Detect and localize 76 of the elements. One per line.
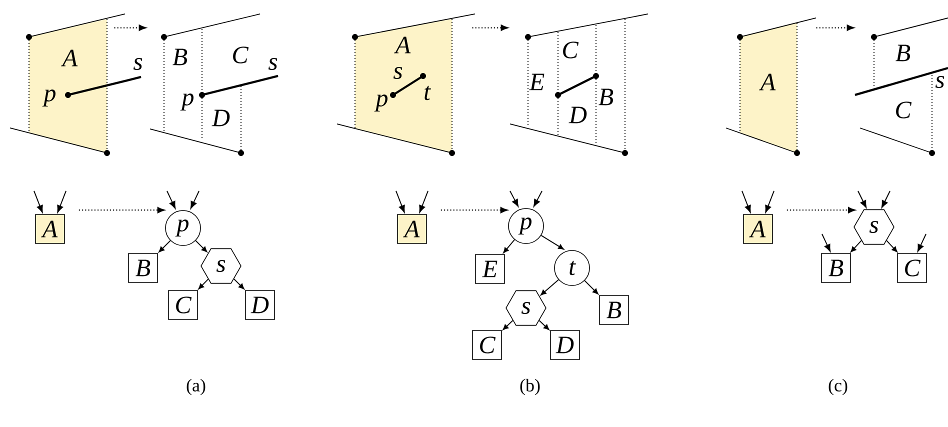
- region-label: D: [212, 110, 230, 126]
- panel-caption: (c): [828, 378, 848, 396]
- leaf-box: B: [821, 253, 851, 283]
- trapezoid-map-drawing: [510, 14, 648, 156]
- arrow: [78, 207, 165, 214]
- trapezoid-map-drawing: [336, 14, 476, 156]
- trapezoid-map-drawing: [10, 14, 142, 156]
- arrow: [858, 190, 867, 208]
- arrow: [881, 190, 890, 208]
- arrow: [419, 190, 428, 213]
- region-label: C: [233, 46, 249, 64]
- region-label: B: [598, 88, 614, 106]
- arrow: [195, 240, 208, 252]
- region-label: E: [529, 74, 544, 90]
- arrow: [472, 24, 508, 31]
- arrow: [190, 190, 200, 209]
- point-label: p: [374, 94, 388, 112]
- arrow: [114, 24, 146, 31]
- leaf-box: A: [35, 214, 65, 244]
- trapezoid-map-drawing: [854, 18, 948, 156]
- arrow: [440, 207, 508, 214]
- arrow: [158, 240, 171, 252]
- region-label: B: [896, 44, 910, 62]
- arrow: [396, 190, 405, 213]
- segment-label: s: [268, 58, 278, 70]
- arrow: [34, 190, 43, 213]
- region-label: C: [896, 102, 912, 118]
- leaf-box: A: [397, 214, 427, 244]
- arrow: [850, 240, 862, 252]
- arrow: [510, 190, 519, 207]
- arrow: [538, 320, 550, 330]
- point-label: t: [424, 86, 431, 100]
- arrow: [503, 239, 516, 254]
- trapezoid-map-drawing: [726, 18, 816, 156]
- leaf-box: C: [168, 290, 198, 320]
- leaf-box: D: [550, 330, 580, 360]
- point-label: p: [42, 89, 56, 107]
- region-label: C: [563, 42, 579, 58]
- arrow: [786, 207, 856, 214]
- region-label: A: [759, 74, 776, 90]
- arrow: [816, 24, 854, 31]
- arrow: [886, 240, 898, 252]
- point-label: p: [180, 93, 194, 111]
- segment-node-hexagon: s: [200, 248, 242, 284]
- arrow: [533, 190, 542, 207]
- arrow: [57, 190, 66, 213]
- arrow: [765, 190, 774, 213]
- segment-node-hexagon: s: [854, 209, 894, 245]
- leaf-box: A: [743, 214, 773, 244]
- leaf-box: C: [472, 330, 502, 360]
- panel-caption: (a): [186, 378, 206, 396]
- region-label: A: [61, 50, 78, 66]
- region-label: B: [172, 48, 188, 66]
- segment-node-hexagon: s: [506, 290, 546, 326]
- arrow: [917, 234, 926, 252]
- panel-caption: (b): [520, 378, 540, 396]
- leaf-box: B: [128, 253, 158, 283]
- segment-label: s: [935, 76, 944, 88]
- leaf-box: D: [245, 290, 275, 320]
- leaf-box: B: [599, 295, 629, 325]
- region-label: D: [568, 106, 587, 124]
- arrow: [233, 278, 244, 290]
- region-label: A: [394, 36, 411, 54]
- arrow: [198, 278, 209, 290]
- arrow: [166, 190, 176, 209]
- segment-label: s: [133, 58, 142, 70]
- leaf-box: C: [897, 253, 927, 283]
- arrow: [502, 320, 514, 330]
- leaf-box: E: [475, 254, 505, 284]
- arrow: [584, 280, 598, 294]
- trapezoid-map-drawing: [150, 14, 278, 156]
- arrow: [742, 190, 751, 213]
- arrow: [540, 279, 559, 296]
- arrow: [540, 234, 564, 250]
- arrow: [822, 234, 831, 252]
- segment-label: s: [393, 66, 402, 80]
